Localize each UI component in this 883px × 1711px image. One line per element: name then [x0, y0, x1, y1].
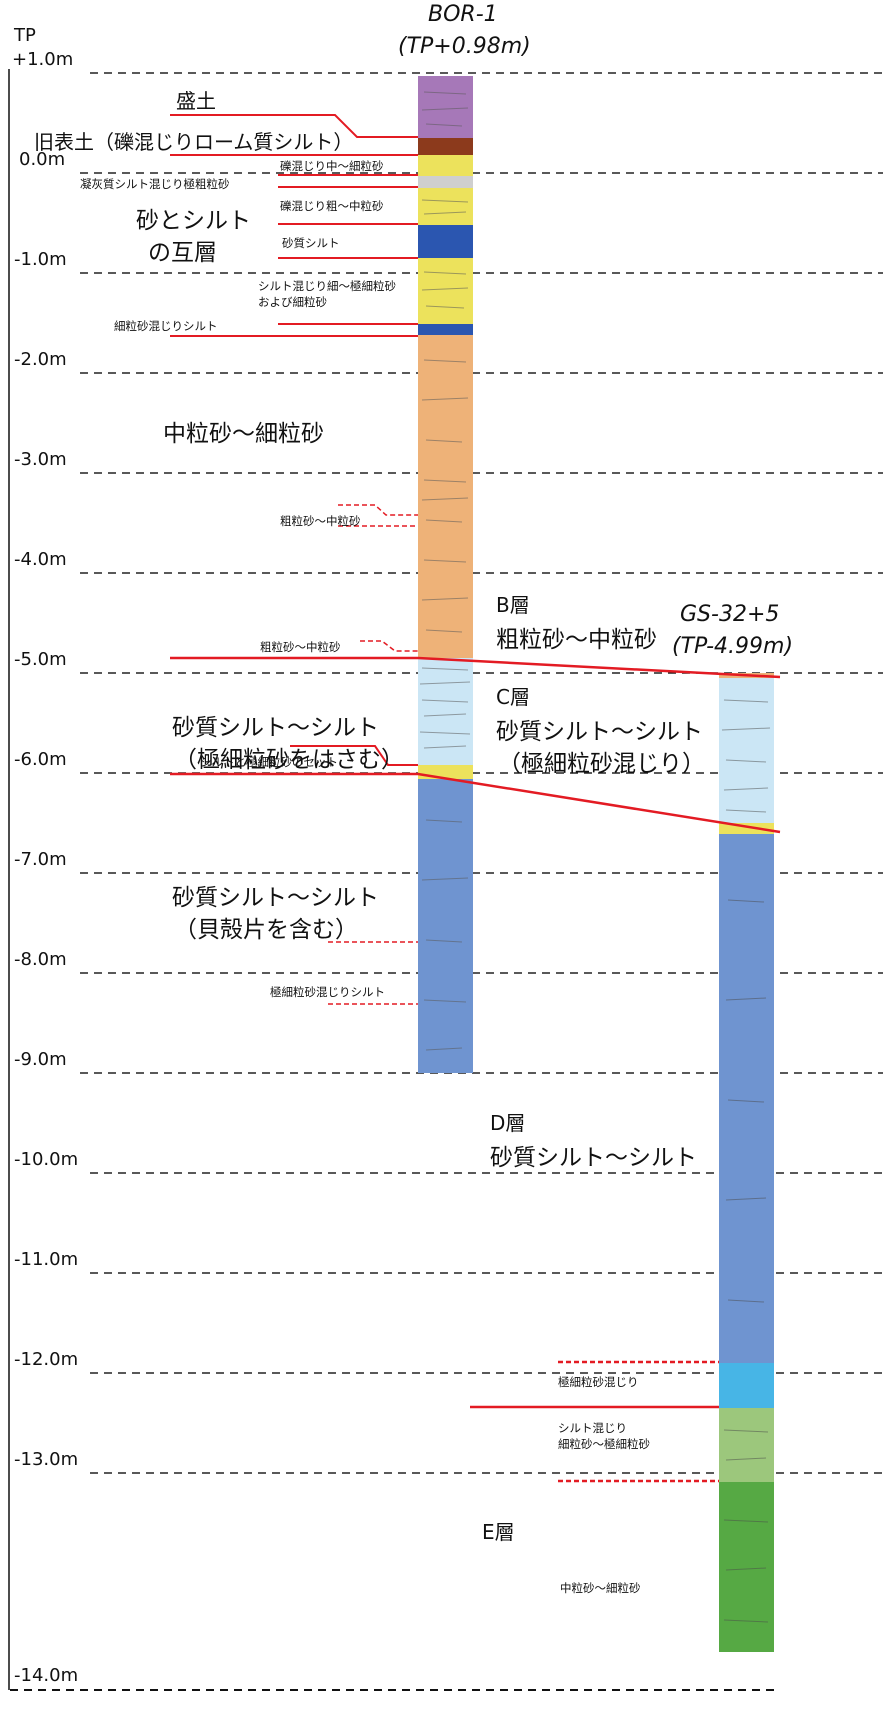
axis-tick-label: -1.0m	[14, 249, 67, 270]
layer-label-silt-set: シルトと極細粒砂のセット	[200, 755, 338, 769]
layer-b-desc: 粗粒砂～中粒砂	[496, 627, 657, 653]
layer-d-name: D層	[490, 1111, 526, 1135]
layer-label-gravelly-med-fine: 礫混じり中～細粒砂	[280, 159, 384, 173]
leader-lines	[170, 114, 781, 1409]
layer-label-fine-sand-silt: 細粒砂混じりシルト	[114, 319, 218, 333]
bor1-fill-layer	[418, 76, 473, 138]
axis-tick-label: -13.0m	[14, 1449, 79, 1470]
layer-label-tuffaceous: 凝灰質シルト混じり極粗粒砂	[80, 177, 230, 191]
layer-label-medium-fine: 中粒砂～細粒砂	[163, 421, 324, 447]
layer-label-c-desc-1: 砂質シルト～シルト	[172, 715, 379, 741]
axis-tick-label: -7.0m	[14, 849, 67, 870]
layer-c-desc-2: （極細粒砂混じり）	[498, 751, 705, 777]
layer-label-alternation-1: 砂とシルト	[136, 208, 251, 234]
bor1-d-silt-layer	[418, 779, 473, 1073]
dashed-leaders	[328, 504, 719, 1483]
layer-label-d-desc-1: 砂質シルト～シルト	[172, 885, 379, 911]
axis-tick-label: -12.0m	[14, 1349, 79, 1370]
gs-label-silty-2: 細粒砂～極細粒砂	[558, 1437, 650, 1451]
gs-d-silt-layer	[719, 834, 774, 1363]
gs-label-silty-1: シルト混じり	[558, 1421, 627, 1435]
bor1-fine-sand-silt-layer	[418, 324, 473, 335]
layer-c-desc-1: 砂質シルト～シルト	[496, 719, 703, 745]
layer-c-name: C層	[496, 685, 530, 709]
leader-silt-set-top	[290, 745, 418, 766]
layer-label-sandy-silt: 砂質シルト	[282, 236, 340, 250]
axis-tick-label: -11.0m	[14, 1249, 79, 1270]
correlation-c-d	[170, 772, 781, 834]
bor1-tuff-layer	[418, 176, 473, 188]
borehole-elevation: (TP+0.98m)	[398, 34, 531, 59]
layer-label-coarse-medium-2: 粗粒砂～中粒砂	[260, 640, 341, 654]
borehole-name: BOR-1	[428, 2, 498, 27]
axis-tick-label: 0.0m	[19, 149, 66, 170]
gs-texture	[721, 699, 771, 1623]
layer-label-silty-fine-2: および細粒砂	[258, 295, 327, 309]
gs-vfine-mixed-layer	[719, 1363, 774, 1408]
gs-label-vfine-mixed: 極細粒砂混じり	[558, 1375, 639, 1389]
correlation-b-c	[170, 656, 781, 679]
layer-b-name: B層	[496, 593, 530, 617]
axis-tick-label: -14.0m	[14, 1665, 79, 1686]
bor1-sandy-silt-layer	[418, 225, 473, 258]
axis-tick-label: -9.0m	[14, 1049, 67, 1070]
gs-silty-fine-layer	[719, 1408, 774, 1482]
axis-tick-label: -8.0m	[14, 949, 67, 970]
bor1-b-sand-layer	[418, 335, 473, 658]
layer-label-vfine-silt: 極細粒砂混じりシルト	[270, 985, 385, 999]
gridline-m14	[10, 1689, 780, 1691]
axis-tick-label: -10.0m	[14, 1149, 79, 1170]
axis-tick-label: -3.0m	[14, 449, 67, 470]
borehole-name: GS-32+5	[680, 602, 780, 627]
bor1-silty-fine-layer	[418, 258, 473, 324]
bor1-texture	[419, 91, 471, 1051]
axis-tick-label: -6.0m	[14, 749, 67, 770]
axis-unit-label: TP	[14, 25, 36, 46]
layer-label-fill: 盛土	[176, 89, 216, 113]
layer-label-coarse-medium-1: 粗粒砂～中粒砂	[280, 514, 361, 528]
bor1-coarse-sand-layer	[418, 188, 473, 225]
bor1-gravelly-sand-layer	[418, 155, 473, 176]
gs-vfine-sand-layer	[719, 823, 774, 834]
layer-label-old-topsoil: 旧表土（礫混じりローム質シルト）	[34, 130, 354, 154]
axis-tick-label: -4.0m	[14, 549, 67, 570]
dashed-coarse-medium-1	[338, 504, 418, 516]
gs325-column	[719, 673, 774, 1652]
layer-label-silty-fine-1: シルト混じり細～極細粒砂	[258, 279, 396, 293]
axis-tick-label: +1.0m	[12, 49, 74, 70]
layer-label-gravelly-coarse-med: 礫混じり粗～中粒砂	[280, 199, 384, 213]
borehole-elevation: (TP-4.99m)	[672, 634, 794, 659]
gs-e-sand-layer	[719, 1482, 774, 1652]
layer-label-c-desc-2: （極細粒砂をはさむ）	[174, 747, 404, 773]
layer-e-name: E層	[482, 1520, 515, 1544]
gs-label-medium-fine: 中粒砂～細粒砂	[560, 1581, 641, 1595]
bor1-old-topsoil-layer	[418, 138, 473, 155]
layer-label-alternation-2: の互層	[148, 240, 217, 266]
leader-old-topsoil	[170, 114, 418, 138]
dashed-coarse-medium-2	[360, 640, 418, 652]
layer-label-d-desc-2: （貝殻片を含む）	[174, 917, 358, 943]
bor1-c-silt-layer	[418, 658, 473, 765]
bor1-column	[418, 76, 473, 1073]
layer-d-desc: 砂質シルト～シルト	[490, 1145, 697, 1171]
bor1-silt-set-layer	[418, 765, 473, 779]
axis-tick-label: -5.0m	[14, 649, 67, 670]
axis-tick-label: -2.0m	[14, 349, 67, 370]
